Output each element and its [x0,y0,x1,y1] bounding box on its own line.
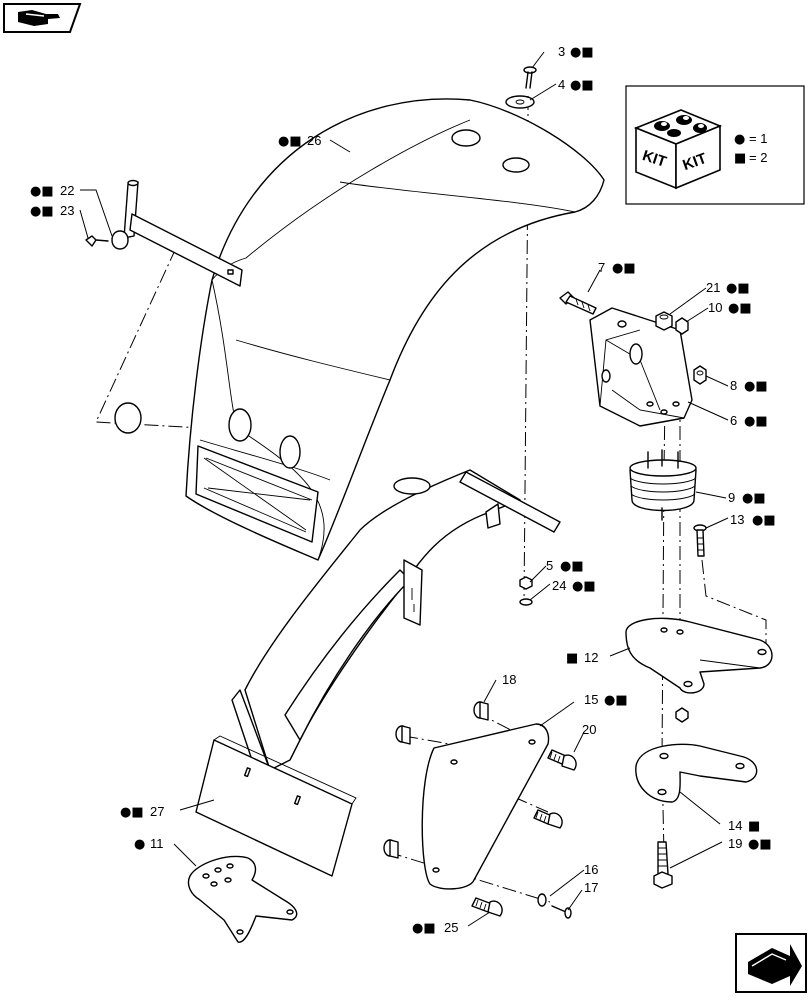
legend-symbol-2: ■ [734,151,746,166]
leader-lines [79,51,729,927]
washer-4 [505,95,535,109]
callout-19-num: 19 [728,836,742,851]
callout-15-marks: ●■ [604,693,628,708]
nut-8 [693,365,707,385]
callout-17-num: 17 [584,880,598,895]
kit-box-icon: KIT KIT [633,109,723,190]
callout-12-num: 12 [584,650,598,665]
callout-8-num: 8 [730,378,737,393]
legend-text-1: = 1 [749,131,767,146]
callout-27-marks: ●■ [120,805,144,820]
rubber-mount [629,449,697,521]
bolt-25 [471,897,503,917]
bushing-18b [395,725,411,745]
callout-22-num: 22 [60,183,74,198]
callout-24-num: 24 [552,578,566,593]
mount-plate [421,723,550,890]
callout-7-marks: ●■ [612,261,636,276]
mud-flap-plate [195,735,357,877]
callout-11-marks: ● [134,837,145,852]
bolt-20a [547,749,577,771]
kit-legend: KIT KIT ● = 1 ■ = 2 [625,85,805,205]
book-hand-icon[interactable] [3,3,82,33]
legend-symbol-1: ● [734,132,745,147]
callout-15-num: 15 [584,692,598,707]
callout-4-num: 4 [558,77,565,92]
legend-text-2: = 2 [749,150,767,165]
bushing-18c [383,839,399,859]
next-page-arrow-icon[interactable] [735,933,807,993]
callout-21-num: 21 [706,280,720,295]
callout-10-marks: ●■ [728,301,752,316]
callout-22-marks: ●■ [30,184,54,199]
bolt-23 [85,235,109,247]
callout-6-num: 6 [730,413,737,428]
callout-23-marks: ●■ [30,204,54,219]
bushing-18a [473,701,489,721]
callout-26-num: 26 [307,133,321,148]
callout-6-marks: ●■ [744,414,768,429]
callout-20-num: 20 [582,722,596,737]
callouts: 3 ●■ 4 ●■ ●■ 26 ●■ 22 ●■ 23 7 ●■ 21 ●■ 1… [30,44,776,936]
callout-13-marks: ●■ [752,513,776,528]
callout-25-num: 25 [444,920,458,935]
callout-9-marks: ●■ [742,491,766,506]
bolt-13 [693,524,707,557]
kit-text-left: KIT [640,147,668,171]
callout-14-marks: ■ [748,819,760,834]
callout-27-num: 27 [150,804,164,819]
fender [185,98,605,561]
callout-9-num: 9 [728,490,735,505]
lower-plate [625,617,773,694]
callout-3-marks: ●■ [570,45,594,60]
bolt-19 [653,841,673,889]
callout-11-num: 11 [150,836,164,851]
mount-bracket [589,307,693,427]
callout-18-num: 18 [502,672,516,687]
plug-cap [114,402,142,434]
support-rod [111,179,243,287]
callout-4-marks: ●■ [570,78,594,93]
callout-19-marks: ●■ [748,837,772,852]
nut-5 [519,576,533,590]
callout-13-num: 13 [730,512,744,527]
callout-21-marks: ●■ [726,281,750,296]
nut-21 [655,311,673,331]
small-bracket [187,855,298,943]
callout-24-marks: ●■ [572,579,596,594]
callout-12-marks: ■ [566,651,578,666]
u-plate [635,743,758,803]
callout-8-marks: ●■ [744,379,768,394]
callout-26-marks: ●■ [278,134,302,149]
callout-16-num: 16 [584,862,598,877]
bolt-20b [533,809,563,829]
bolt-7 [559,291,597,315]
callout-7-num: 7 [598,260,605,275]
washer-24 [519,598,533,606]
callout-14-num: 14 [728,818,742,833]
screw-17 [551,905,572,919]
callout-5-num: 5 [546,558,553,573]
callout-3-num: 3 [558,44,565,59]
washer-16 [537,893,547,907]
nut-under-plate [675,707,689,723]
screw-3 [523,66,537,89]
nut-10 [675,317,689,335]
callout-5-marks: ●■ [560,559,584,574]
callout-10-num: 10 [708,300,722,315]
callout-25-marks: ●■ [412,921,436,936]
fender-bracket [231,469,561,779]
callout-23-num: 23 [60,203,74,218]
